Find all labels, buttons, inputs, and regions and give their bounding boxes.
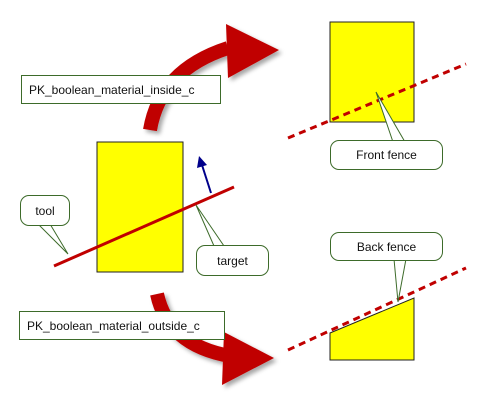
inside-material-label: PK_boolean_material_inside_c — [21, 75, 221, 104]
tool-callout: tool — [20, 195, 70, 226]
tool-fence-line — [53, 185, 235, 268]
outside-material-label: PK_boolean_material_outside_c — [19, 311, 225, 340]
target-body — [96, 141, 184, 273]
normal-arrow — [201, 164, 212, 194]
front-fence-callout: Front fence — [330, 140, 443, 170]
back-body-remaining — [329, 297, 415, 361]
front-fence-line — [287, 62, 467, 140]
back-fence-line — [287, 266, 467, 352]
normal-arrow-head — [197, 156, 207, 168]
target-callout-pointer — [195, 204, 225, 247]
target-callout: target — [196, 245, 269, 276]
back-fence-callout: Back fence — [330, 232, 443, 261]
back-callout-pointer — [393, 258, 407, 303]
tool-callout-pointer — [36, 223, 69, 255]
front-body-outline — [329, 21, 415, 123]
